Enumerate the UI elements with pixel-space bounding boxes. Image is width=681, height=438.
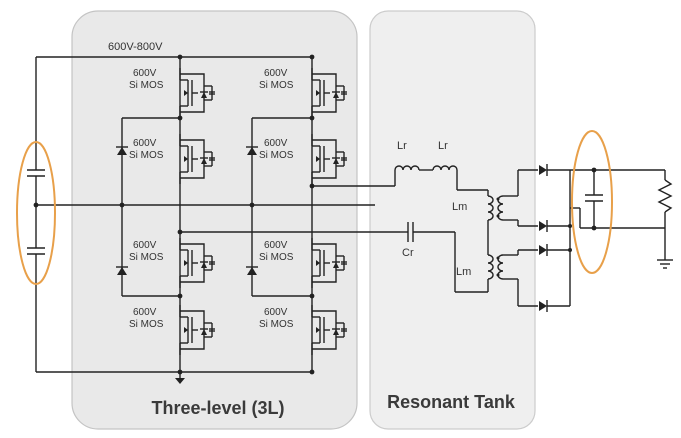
bus-voltage-label: 600V-800V bbox=[108, 41, 163, 53]
svg-text:600V: 600V bbox=[264, 138, 288, 149]
svg-text:Si MOS: Si MOS bbox=[129, 80, 164, 91]
cr-label: Cr bbox=[402, 247, 414, 259]
svg-text:600V: 600V bbox=[133, 138, 157, 149]
svg-text:Si MOS: Si MOS bbox=[259, 252, 294, 263]
mosfet-s4: 600V Si MOS bbox=[129, 304, 216, 356]
lm1-label: Lm bbox=[452, 201, 467, 213]
svg-text:600V: 600V bbox=[133, 68, 157, 79]
svg-text:Si MOS: Si MOS bbox=[129, 319, 164, 330]
svg-text:600V: 600V bbox=[264, 307, 288, 318]
svg-text:600V: 600V bbox=[133, 307, 157, 318]
input-capacitor-bank bbox=[27, 56, 375, 373]
mosfet-s3: 600V Si MOS bbox=[129, 237, 216, 289]
output-rectifier bbox=[518, 163, 673, 313]
lr1-label: Lr bbox=[397, 140, 407, 152]
svg-text:600V: 600V bbox=[264, 240, 288, 251]
mosfet-s6: 600V Si MOS bbox=[259, 133, 348, 185]
svg-text:600V: 600V bbox=[133, 240, 157, 251]
three-level-title: Three-level (3L) bbox=[151, 398, 284, 418]
mosfet-s7: 600V Si MOS bbox=[259, 237, 348, 289]
right-leg bbox=[177, 54, 400, 375]
mosfet-s1: 600V Si MOS bbox=[129, 67, 216, 119]
svg-text:Si MOS: Si MOS bbox=[129, 150, 164, 161]
svg-text:Si MOS: Si MOS bbox=[259, 80, 294, 91]
svg-text:600V: 600V bbox=[264, 68, 288, 79]
three-level-panel bbox=[71, 10, 358, 430]
input-cap-highlight bbox=[16, 141, 56, 285]
resonant-tank-panel bbox=[369, 10, 536, 430]
lm2-label: Lm bbox=[456, 266, 471, 278]
svg-text:Si MOS: Si MOS bbox=[129, 252, 164, 263]
mosfet-s8: 600V Si MOS bbox=[259, 304, 348, 356]
mosfet-s2: 600V Si MOS bbox=[129, 133, 216, 185]
resonant-tank: Lr Lr Cr Lm Lm bbox=[394, 140, 519, 306]
svg-text:Si MOS: Si MOS bbox=[259, 150, 294, 161]
lr2-label: Lr bbox=[438, 140, 448, 152]
svg-text:Si MOS: Si MOS bbox=[259, 319, 294, 330]
ground-icon bbox=[175, 372, 185, 384]
left-leg bbox=[115, 54, 183, 375]
mosfet-s5: 600V Si MOS bbox=[259, 67, 348, 119]
output-cap-highlight bbox=[571, 130, 613, 274]
resonant-tank-title: Resonant Tank bbox=[387, 392, 516, 412]
